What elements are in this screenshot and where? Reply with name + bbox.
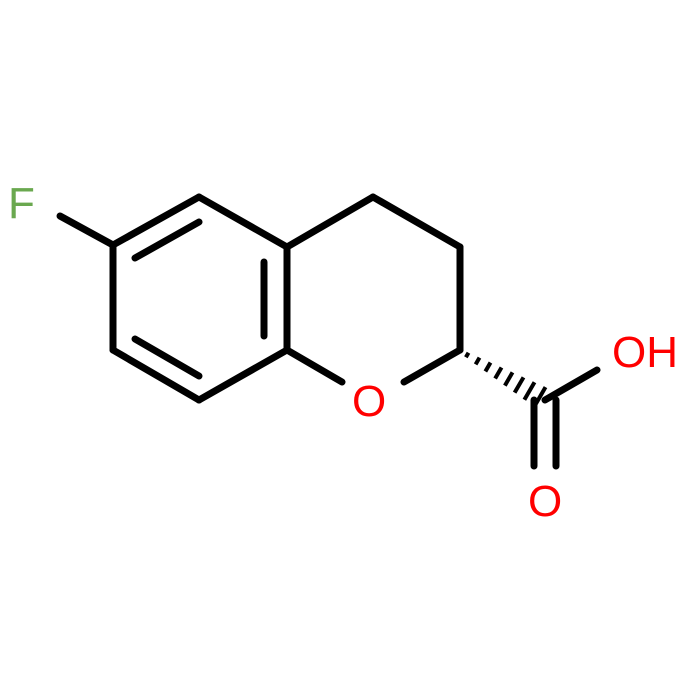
hash-segment xyxy=(512,376,526,394)
bond-o1-c8a xyxy=(283,346,346,386)
hash-segment xyxy=(493,366,504,380)
bond-inner-c8-c7 xyxy=(131,335,203,380)
bond-c8-c7 xyxy=(109,346,203,404)
hash-segment xyxy=(483,361,493,373)
bond-c8a-c8 xyxy=(195,346,291,404)
hash-segment xyxy=(532,386,548,408)
carbonyl-oxygen-label: O xyxy=(528,477,562,526)
hashed-wedge-bond xyxy=(464,351,548,408)
bond-c2-o1 xyxy=(400,346,464,386)
bond-inner-c6-c5 xyxy=(131,218,203,262)
bond-c6-c5 xyxy=(109,193,203,249)
bond-f-c6 xyxy=(56,212,117,249)
bonds xyxy=(56,193,601,470)
hash-segment xyxy=(464,351,471,359)
hydroxyl-label: OH xyxy=(612,328,678,377)
ring-oxygen-label: O xyxy=(352,377,386,426)
hash-segment xyxy=(473,356,482,366)
bond-cooh-oh xyxy=(541,366,601,404)
bond-c4-c3 xyxy=(369,193,464,251)
bond-c4a-c4 xyxy=(283,193,377,251)
bond-c5-c4a xyxy=(195,193,291,251)
hash-segment xyxy=(522,381,537,401)
hash-segment xyxy=(503,371,515,387)
fluorine-label: F xyxy=(8,179,35,228)
